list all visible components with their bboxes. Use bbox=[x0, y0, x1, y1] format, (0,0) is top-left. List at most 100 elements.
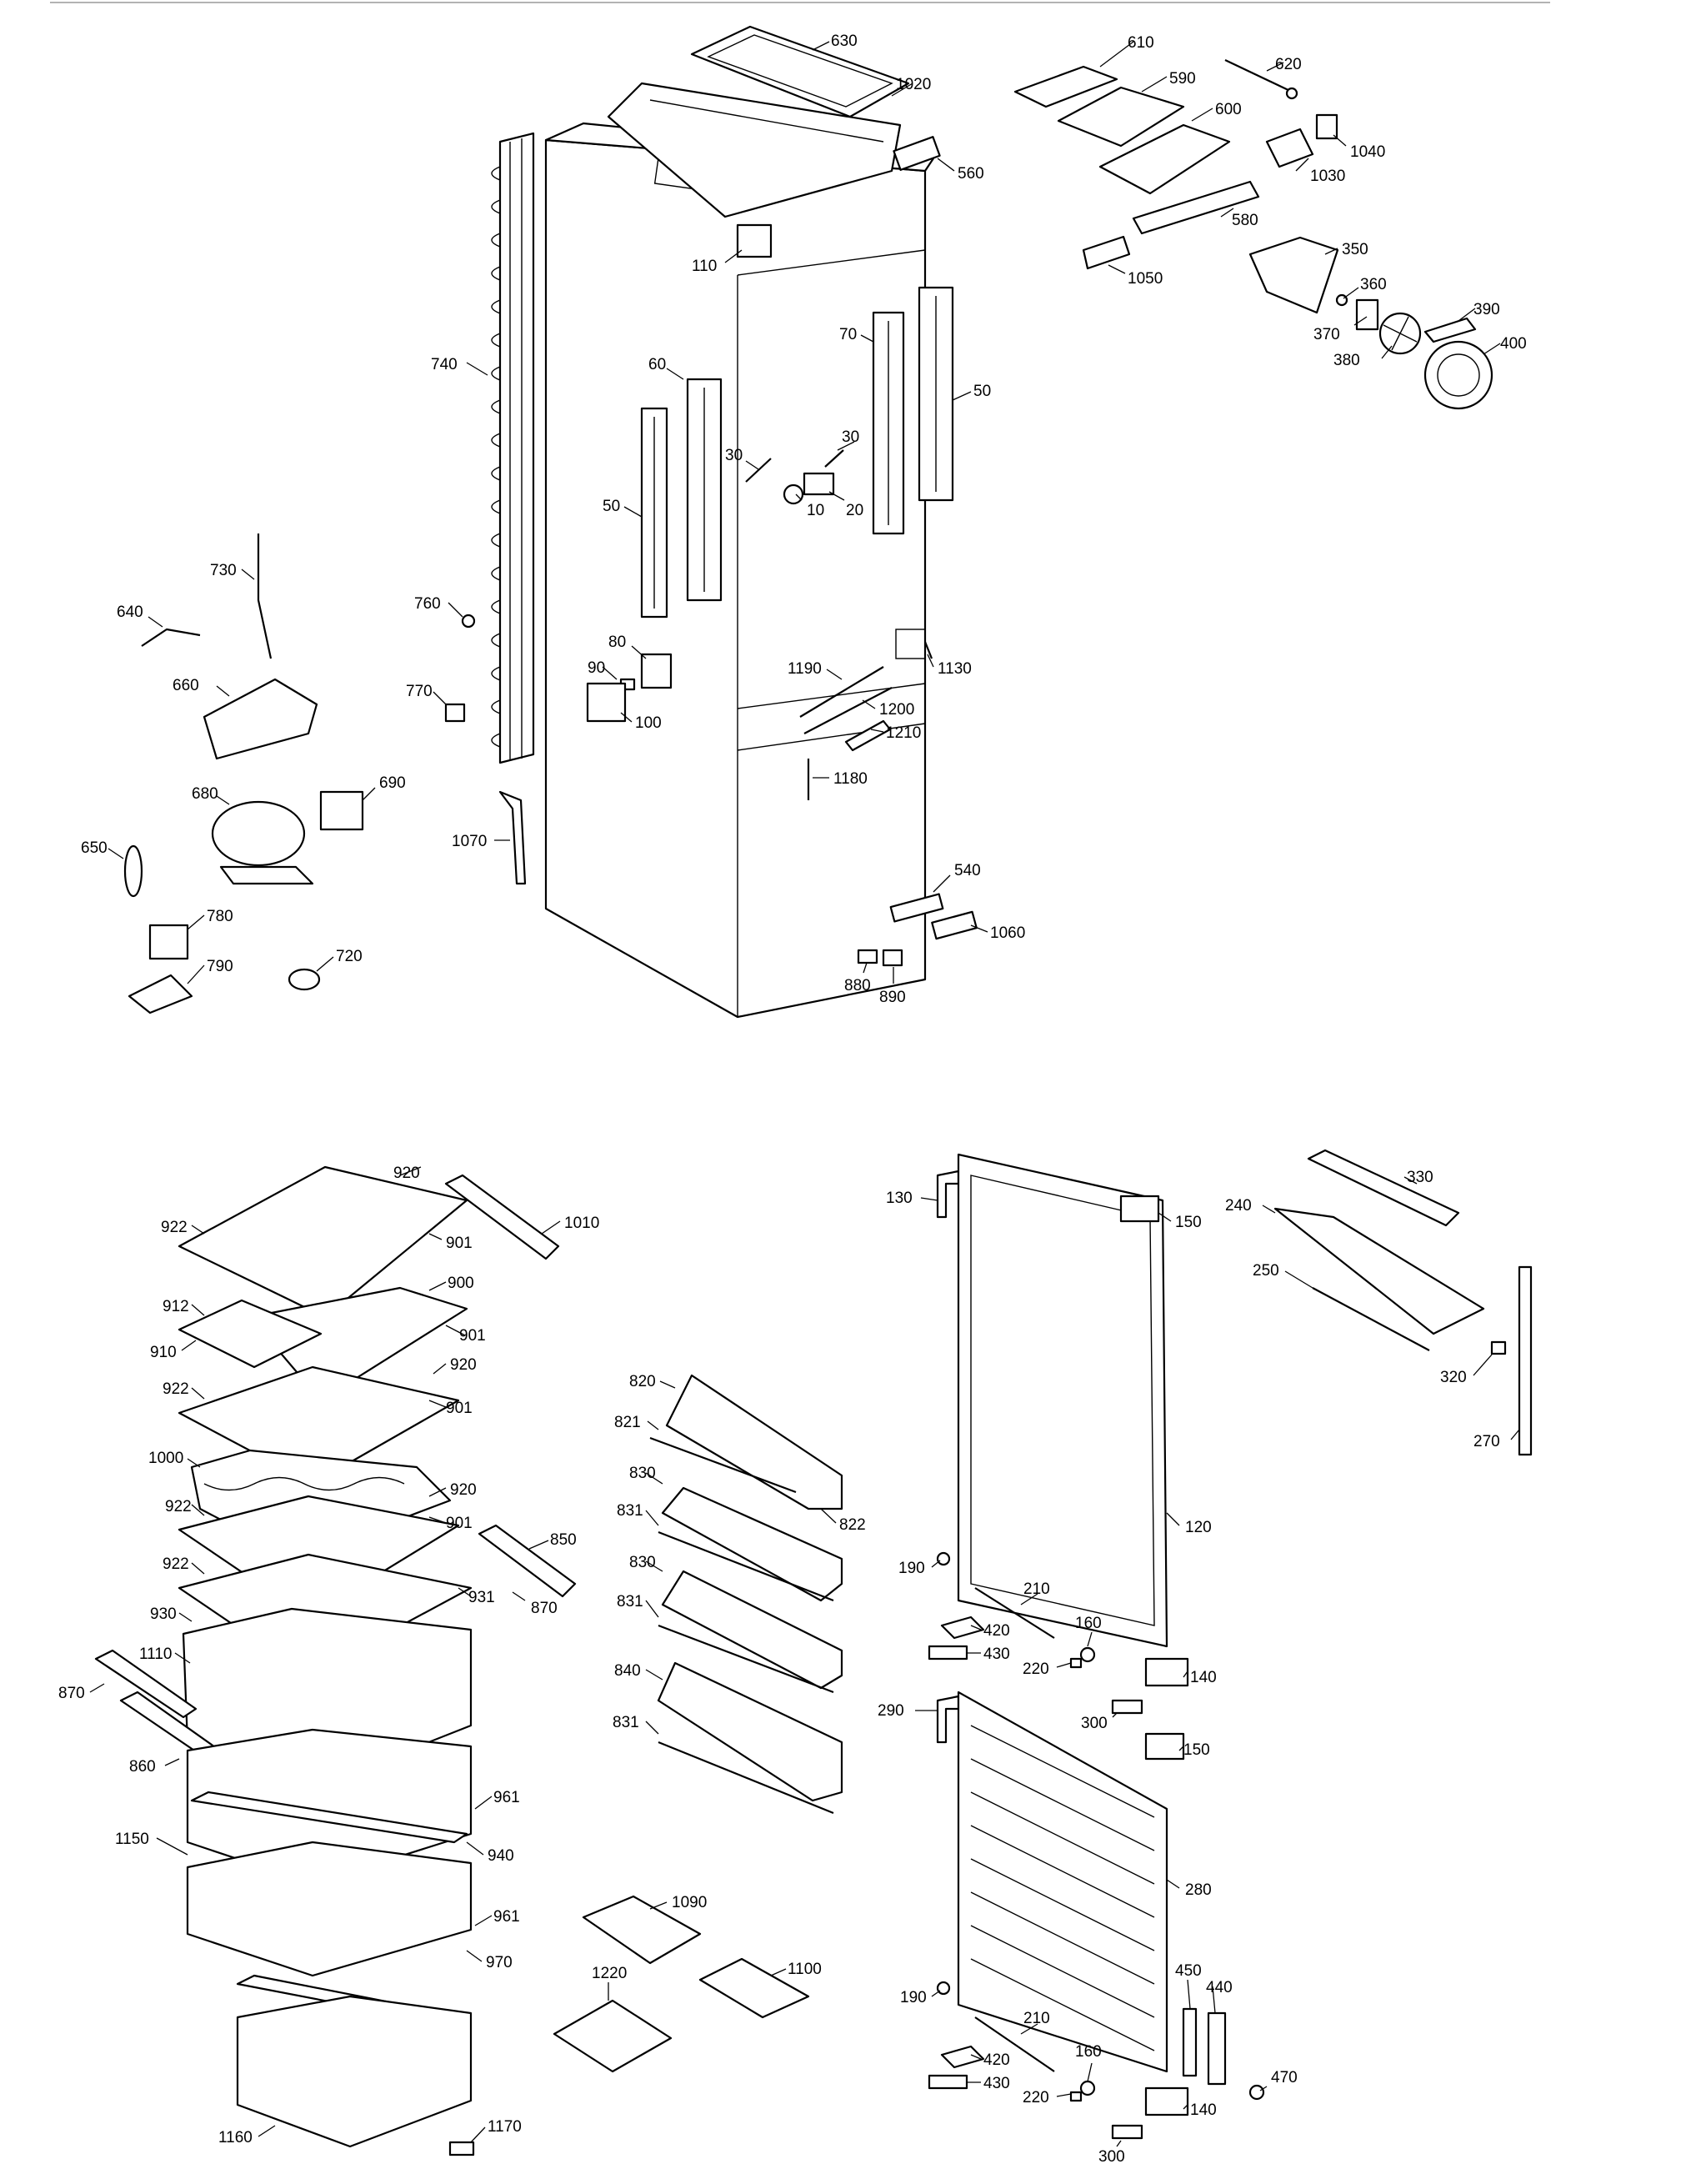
part-label: 850 bbox=[550, 1531, 577, 1549]
drawer-1160 bbox=[236, 1995, 473, 2148]
part-label: 1010 bbox=[564, 1215, 599, 1232]
shelf-910 bbox=[178, 1299, 323, 1369]
part-label: 150 bbox=[1183, 1741, 1210, 1759]
cap-890 bbox=[882, 949, 903, 967]
ice-pack-1220 bbox=[553, 1999, 673, 2073]
pin-160-upper bbox=[1079, 1646, 1096, 1663]
hinge-plate-240 bbox=[1273, 1207, 1485, 1335]
clip-1040 bbox=[1315, 113, 1338, 140]
foot-720 bbox=[288, 968, 321, 991]
part-label: 160 bbox=[1075, 2043, 1102, 2061]
lamp-holder-20 bbox=[803, 472, 835, 496]
part-label: 430 bbox=[983, 1646, 1010, 1663]
part-label: 901 bbox=[459, 1327, 486, 1345]
part-label: 430 bbox=[983, 2075, 1010, 2092]
rail-50-left bbox=[640, 407, 668, 619]
part-label: 630 bbox=[831, 33, 858, 50]
plate-450 bbox=[1182, 2007, 1198, 2077]
part-label: 210 bbox=[1023, 2010, 1050, 2027]
part-label: 1000 bbox=[148, 1450, 183, 1467]
part-label: 1100 bbox=[788, 1961, 822, 1978]
rail-831-c bbox=[658, 1741, 834, 1815]
part-label: 420 bbox=[983, 2051, 1010, 2069]
part-label: 831 bbox=[617, 1593, 643, 1610]
part-label: 831 bbox=[617, 1502, 643, 1520]
part-label: 730 bbox=[210, 562, 237, 579]
shelf-frame-1010 bbox=[444, 1174, 560, 1260]
hinge-140-upper bbox=[1144, 1657, 1189, 1687]
grommet-760 bbox=[461, 614, 476, 629]
rod-210-lower bbox=[974, 2016, 1055, 2072]
part-label: 50 bbox=[973, 383, 991, 400]
part-label: 130 bbox=[886, 1190, 913, 1207]
spacer-770 bbox=[444, 703, 466, 723]
pipe-730 bbox=[257, 533, 273, 659]
control-box-100 bbox=[586, 682, 627, 723]
sensor-620 bbox=[1224, 59, 1298, 100]
part-label: 650 bbox=[81, 839, 108, 857]
part-label: 10 bbox=[807, 502, 824, 519]
part-label: 280 bbox=[1185, 1881, 1212, 1899]
rail-831-a bbox=[658, 1530, 834, 1602]
part-label: 250 bbox=[1253, 1262, 1279, 1280]
part-label: 620 bbox=[1275, 56, 1302, 73]
part-label: 780 bbox=[207, 908, 233, 925]
fridge-door-120 bbox=[957, 1153, 1168, 1648]
part-label: 30 bbox=[842, 428, 859, 446]
egg-tray-1090 bbox=[582, 1895, 702, 1965]
compressor-cover-660 bbox=[203, 678, 318, 760]
bracket-560 bbox=[893, 136, 941, 171]
part-label: 160 bbox=[1075, 1615, 1102, 1632]
drawer-1150-upper bbox=[186, 1728, 473, 1886]
handle-330 bbox=[1307, 1149, 1460, 1227]
hinge-140-lower bbox=[1144, 2086, 1189, 2116]
fan-blade-380 bbox=[1378, 312, 1422, 355]
part-label: 90 bbox=[588, 659, 605, 677]
plate-1170 bbox=[448, 2141, 475, 2156]
part-label: 110 bbox=[692, 258, 717, 275]
bushing-190-upper bbox=[936, 1551, 951, 1566]
drawer-1150-lower bbox=[186, 1841, 473, 1977]
switch-1050 bbox=[1082, 235, 1131, 270]
shelf-frame-850 bbox=[478, 1524, 577, 1598]
part-label: 600 bbox=[1215, 101, 1242, 118]
part-label: 740 bbox=[431, 356, 458, 373]
part-label: 840 bbox=[614, 1662, 641, 1680]
part-label: 940 bbox=[488, 1847, 514, 1865]
part-label: 931 bbox=[468, 1589, 495, 1606]
part-label: 870 bbox=[58, 1685, 85, 1702]
fan-motor-390 bbox=[1423, 317, 1477, 343]
door-bin-820 bbox=[665, 1374, 843, 1510]
rail-831-b bbox=[658, 1624, 834, 1694]
hinge-540 bbox=[889, 893, 944, 923]
freezer-door-280 bbox=[957, 1691, 1168, 2073]
part-label: 190 bbox=[898, 1560, 925, 1577]
hinge-420-lower bbox=[940, 2045, 985, 2069]
part-label: 910 bbox=[150, 1344, 177, 1361]
part-label: 922 bbox=[163, 1555, 189, 1573]
part-label: 30 bbox=[725, 447, 743, 464]
part-label: 901 bbox=[446, 1400, 473, 1417]
plate-430-lower bbox=[928, 2074, 968, 2090]
part-label: 360 bbox=[1360, 276, 1387, 293]
plate-430-upper bbox=[928, 1645, 968, 1661]
part-label: 961 bbox=[493, 1789, 520, 1806]
part-label: 560 bbox=[958, 165, 984, 183]
part-label: 831 bbox=[613, 1714, 639, 1731]
bushing-190-lower bbox=[936, 1981, 951, 1996]
power-cord-640 bbox=[141, 628, 201, 647]
part-label: 390 bbox=[1473, 301, 1500, 318]
hinge-420-upper bbox=[940, 1615, 985, 1640]
part-label: 1160 bbox=[218, 2129, 253, 2146]
hinge-110 bbox=[736, 223, 773, 258]
capillary-650 bbox=[123, 844, 143, 898]
cover-300-upper bbox=[1111, 1699, 1143, 1715]
part-label: 920 bbox=[393, 1165, 420, 1182]
part-label: 1170 bbox=[488, 2118, 522, 2136]
pcb-housing-600 bbox=[1098, 123, 1231, 195]
part-label: 300 bbox=[1081, 1715, 1108, 1732]
ice-tray-1100 bbox=[698, 1957, 810, 2019]
pin-220-upper bbox=[1069, 1657, 1083, 1669]
part-label: 220 bbox=[1023, 2089, 1049, 2106]
part-label: 890 bbox=[879, 989, 906, 1006]
